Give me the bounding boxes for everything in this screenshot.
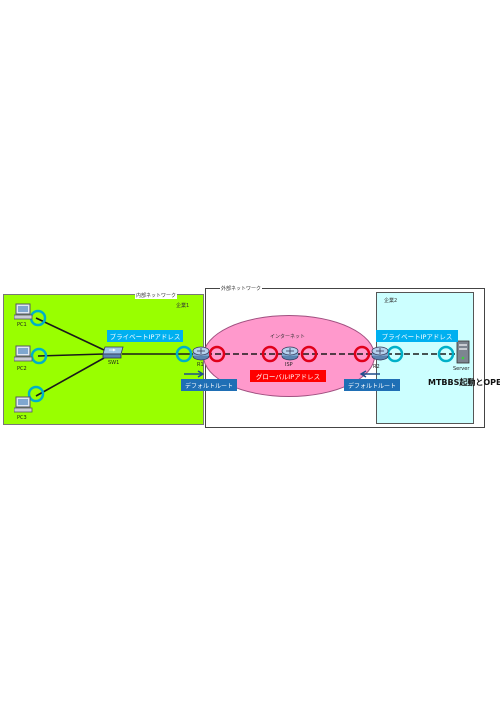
marker-isp-left	[261, 345, 279, 363]
marker-r2-wan	[353, 345, 371, 363]
pc2-label: PC2	[17, 366, 27, 372]
default-route-arrow-left	[184, 370, 205, 378]
router-icon	[192, 346, 210, 361]
sw1-label: SW1	[108, 360, 120, 366]
external-network-label: 外部ネットワーク	[220, 285, 263, 292]
server-icon	[456, 340, 470, 364]
internal-network-zone	[3, 294, 204, 425]
pc1-label: PC1	[17, 322, 27, 328]
r1-label: R1	[197, 362, 204, 368]
link-pc1-sw1	[35, 317, 105, 351]
company1-label: 企業1	[176, 303, 190, 309]
company2-label: 企業2	[384, 298, 398, 304]
global-ip-label: グローバルIPアドレス	[250, 370, 326, 382]
default-route-label-left: デフォルトルート	[181, 379, 237, 391]
default-route-label-right: デフォルトルート	[344, 379, 400, 391]
router-icon	[281, 346, 299, 361]
router-icon	[371, 346, 389, 361]
internal-network-label: 内部ネットワーク	[135, 292, 178, 299]
private-ip-label-left: プライベートIPアドレス	[107, 330, 183, 342]
pc-icon	[14, 345, 33, 362]
marker-pc3-port	[27, 385, 45, 403]
marker-isp-right	[300, 345, 318, 363]
pc-icon	[14, 396, 33, 413]
marker-r1-wan	[208, 345, 226, 363]
link-pc3-sw1	[35, 357, 105, 397]
link-pc2-sw1	[37, 353, 105, 357]
server-label: Server	[453, 366, 470, 372]
mtbbs-note: MTBBS起動とOPEN	[428, 378, 500, 387]
isp-label: ISP	[285, 362, 293, 368]
r2-label: R2	[373, 364, 380, 370]
marker-pc2-port	[30, 347, 48, 365]
default-route-arrow-right	[359, 370, 380, 378]
marker-r1-lan	[175, 345, 193, 363]
internet-label: インターネット	[270, 334, 306, 340]
switch-icon	[102, 346, 124, 359]
pc-icon	[14, 303, 33, 320]
marker-server-port	[437, 345, 455, 363]
pc3-label: PC3	[17, 415, 27, 421]
private-ip-label-right: プライベートIPアドレス	[376, 330, 458, 342]
